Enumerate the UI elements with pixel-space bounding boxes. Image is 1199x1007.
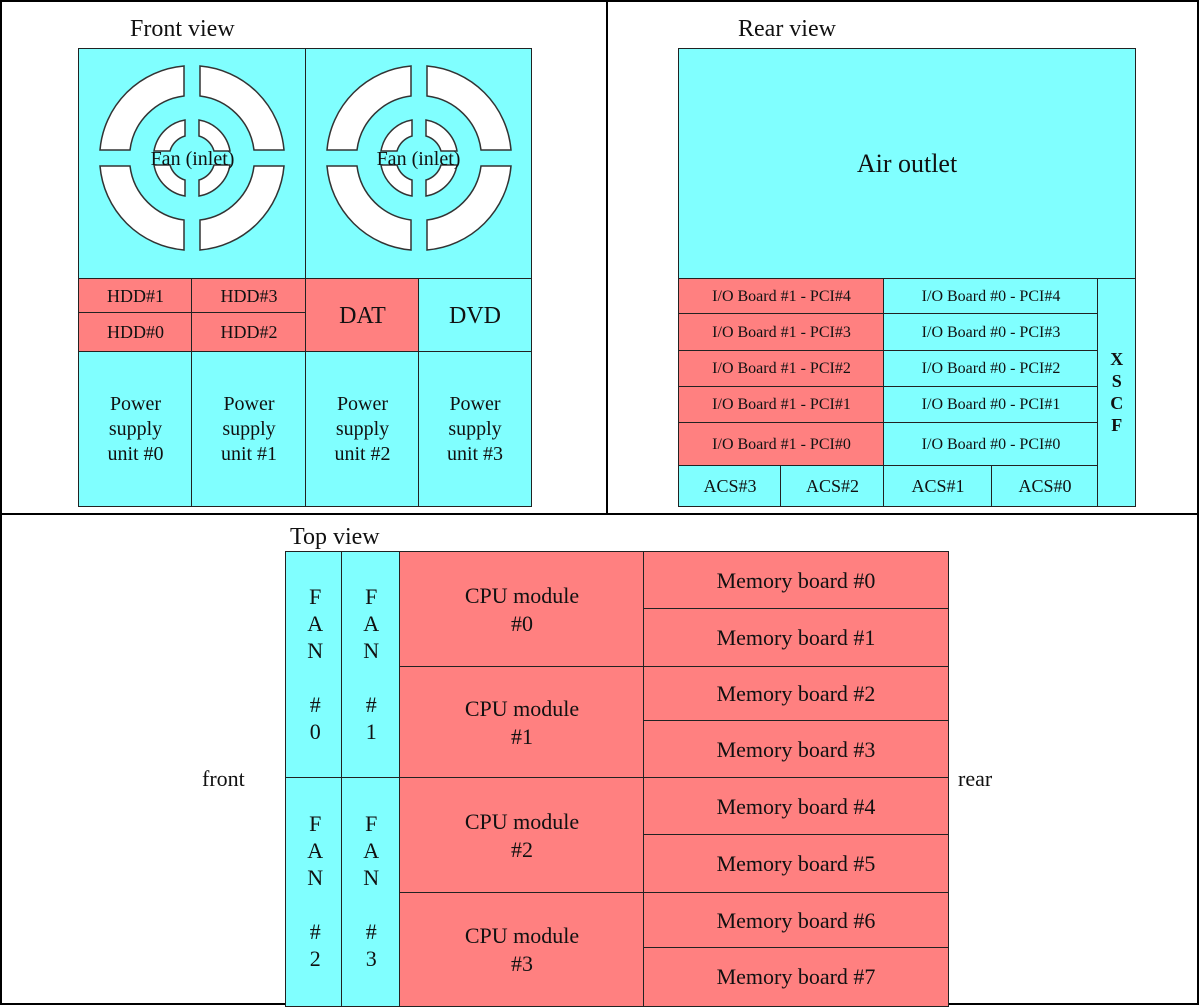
hdd-2: HDD#2 bbox=[191, 312, 307, 353]
io-board-1-pci3: I/O Board #1 - PCI#3 bbox=[678, 313, 885, 352]
fan-3: FAN #3 bbox=[341, 777, 401, 1007]
rear-label: rear bbox=[958, 766, 993, 791]
io-board-1-pci4: I/O Board #1 - PCI#4 bbox=[678, 278, 885, 315]
fan-right-icon bbox=[326, 65, 512, 251]
front-label: front bbox=[202, 766, 245, 791]
front-view-title: Front view bbox=[130, 16, 235, 42]
io-board-0-pci2: I/O Board #0 - PCI#2 bbox=[883, 350, 1099, 388]
horizontal-divider bbox=[0, 513, 1199, 515]
power-supply-1: Power supply unit #1 bbox=[191, 351, 307, 507]
io-board-0-pci4: I/O Board #0 - PCI#4 bbox=[883, 278, 1099, 315]
memory-board-2: Memory board #2 bbox=[643, 666, 949, 722]
fan-inlet-right bbox=[305, 48, 532, 280]
fan-0: FAN #0 bbox=[285, 551, 345, 779]
io-board-1-pci2: I/O Board #1 - PCI#2 bbox=[678, 350, 885, 388]
fan-right-label: Fan (inlet) bbox=[376, 148, 461, 170]
memory-board-5: Memory board #5 bbox=[643, 834, 949, 894]
fan-left-icon bbox=[99, 65, 285, 251]
power-supply-3: Power supply unit #3 bbox=[418, 351, 532, 507]
xscf: XSCF bbox=[1097, 278, 1136, 507]
hdd-1: HDD#1 bbox=[78, 278, 193, 314]
fan-left-label: Fan (inlet) bbox=[150, 148, 235, 170]
air-outlet: Air outlet bbox=[678, 48, 1136, 280]
vertical-divider bbox=[606, 0, 608, 514]
io-board-0-pci1: I/O Board #0 - PCI#1 bbox=[883, 386, 1099, 424]
io-board-1-pci0: I/O Board #1 - PCI#0 bbox=[678, 422, 885, 467]
top-view-title: Top view bbox=[290, 524, 380, 550]
power-supply-2: Power supply unit #2 bbox=[305, 351, 420, 507]
acs-1: ACS#1 bbox=[883, 465, 993, 507]
fan-1: FAN #1 bbox=[341, 551, 401, 779]
io-board-0-pci0: I/O Board #0 - PCI#0 bbox=[883, 422, 1099, 467]
acs-3: ACS#3 bbox=[678, 465, 782, 507]
front-view-panel: Fan (inlet) Fan (inlet) HDD#1 HDD#3 HDD#… bbox=[78, 48, 532, 507]
fan-2: FAN #2 bbox=[285, 777, 345, 1007]
memory-board-6: Memory board #6 bbox=[643, 892, 949, 949]
dat-drive: DAT bbox=[305, 278, 420, 353]
top-view-panel: FAN #0 FAN #1 FAN #2 FAN #3 CPU module #… bbox=[285, 551, 949, 1007]
power-supply-0: Power supply unit #0 bbox=[78, 351, 193, 507]
dvd-drive: DVD bbox=[418, 278, 532, 353]
memory-board-0: Memory board #0 bbox=[643, 551, 949, 610]
memory-board-3: Memory board #3 bbox=[643, 720, 949, 779]
rear-view-title: Rear view bbox=[738, 16, 836, 42]
acs-0: ACS#0 bbox=[991, 465, 1099, 507]
cpu-module-1: CPU module #1 bbox=[399, 666, 645, 779]
memory-board-4: Memory board #4 bbox=[643, 777, 949, 836]
io-board-1-pci1: I/O Board #1 - PCI#1 bbox=[678, 386, 885, 424]
hdd-0: HDD#0 bbox=[78, 312, 193, 353]
rear-view-panel: Air outlet I/O Board #1 - PCI#4 I/O Boar… bbox=[678, 48, 1136, 507]
memory-board-1: Memory board #1 bbox=[643, 608, 949, 668]
hdd-3: HDD#3 bbox=[191, 278, 307, 314]
cpu-module-2: CPU module #2 bbox=[399, 777, 645, 894]
acs-2: ACS#2 bbox=[780, 465, 885, 507]
io-board-0-pci3: I/O Board #0 - PCI#3 bbox=[883, 313, 1099, 352]
memory-board-7: Memory board #7 bbox=[643, 947, 949, 1007]
cpu-module-3: CPU module #3 bbox=[399, 892, 645, 1007]
cpu-module-0: CPU module #0 bbox=[399, 551, 645, 668]
